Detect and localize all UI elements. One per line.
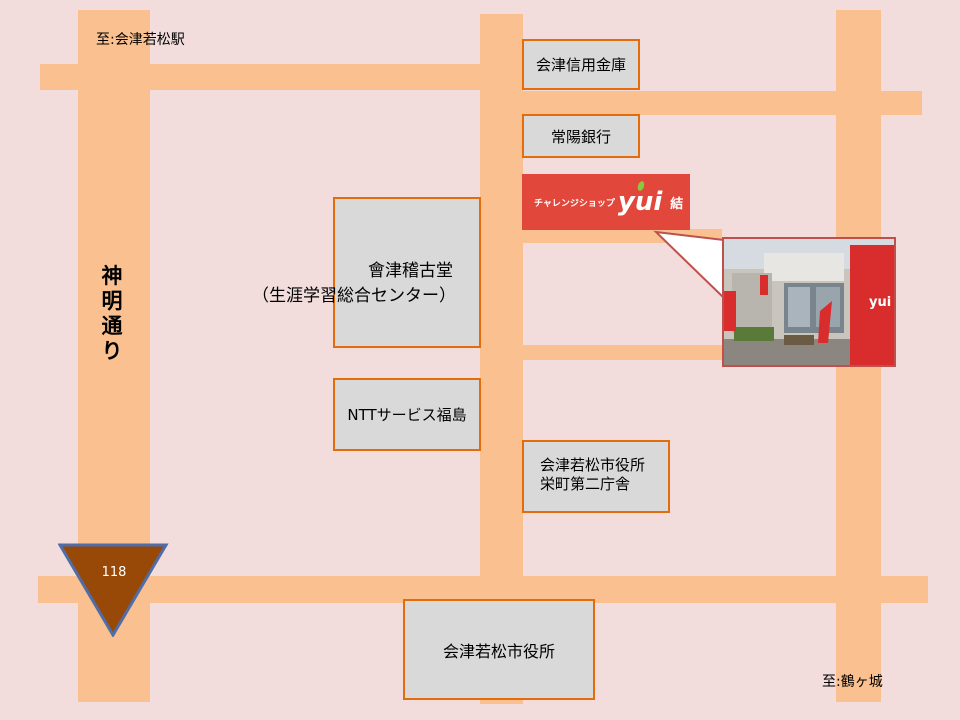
building-annex-label-line2: 栄町第二庁舎 xyxy=(540,475,631,493)
building-annex-label-line1: 会津若松市役所 xyxy=(540,456,646,474)
building-shinyo-kinko: 会津信用金庫 xyxy=(522,39,640,90)
route-118-marker-icon xyxy=(58,543,169,637)
building-keikodo-label-line2: （生涯学習総合センター） xyxy=(252,286,456,306)
building-joyo-bank-label: 常陽銀行 xyxy=(550,127,611,146)
building-city-hall-annex: 会津若松市役所 栄町第二庁舎 xyxy=(522,440,670,513)
direction-north-label: 至:会津若松駅 xyxy=(96,32,185,48)
photo-sign-label: yui xyxy=(869,295,892,310)
shop-yui-logo: yui xyxy=(617,187,663,217)
building-ntt-label: NTTサービス福島 xyxy=(347,406,467,424)
building-keikodo-label-line1: 會津稽古堂 xyxy=(368,261,453,281)
route-118-road xyxy=(38,576,928,603)
callout-pointer xyxy=(653,230,725,301)
building-ntt: NTTサービス福島 xyxy=(333,378,481,451)
shop-prefix-label: チャレンジショップ xyxy=(534,198,615,209)
street-name-label: 神明通り xyxy=(101,264,123,363)
north-cross-road xyxy=(40,64,530,90)
store-photo-image xyxy=(724,239,894,365)
building-shinyo-kinko-label: 会津信用金庫 xyxy=(535,56,626,74)
building-city-hall: 会津若松市役所 xyxy=(403,599,595,700)
shop-kanji-label: 結 xyxy=(670,196,684,212)
building-joyo-bank: 常陽銀行 xyxy=(522,114,640,158)
building-keikodo xyxy=(333,197,481,348)
direction-south-label: 至:鶴ヶ城 xyxy=(822,674,883,690)
middle-side-road xyxy=(522,345,722,360)
building-city-hall-label: 会津若松市役所 xyxy=(442,641,555,661)
store-photo: yui xyxy=(722,237,896,367)
leaf-icon xyxy=(637,181,645,191)
route-118-label: 118 xyxy=(101,565,127,580)
challenge-shop-yui: チャレンジショップ yui 結 xyxy=(522,174,690,230)
